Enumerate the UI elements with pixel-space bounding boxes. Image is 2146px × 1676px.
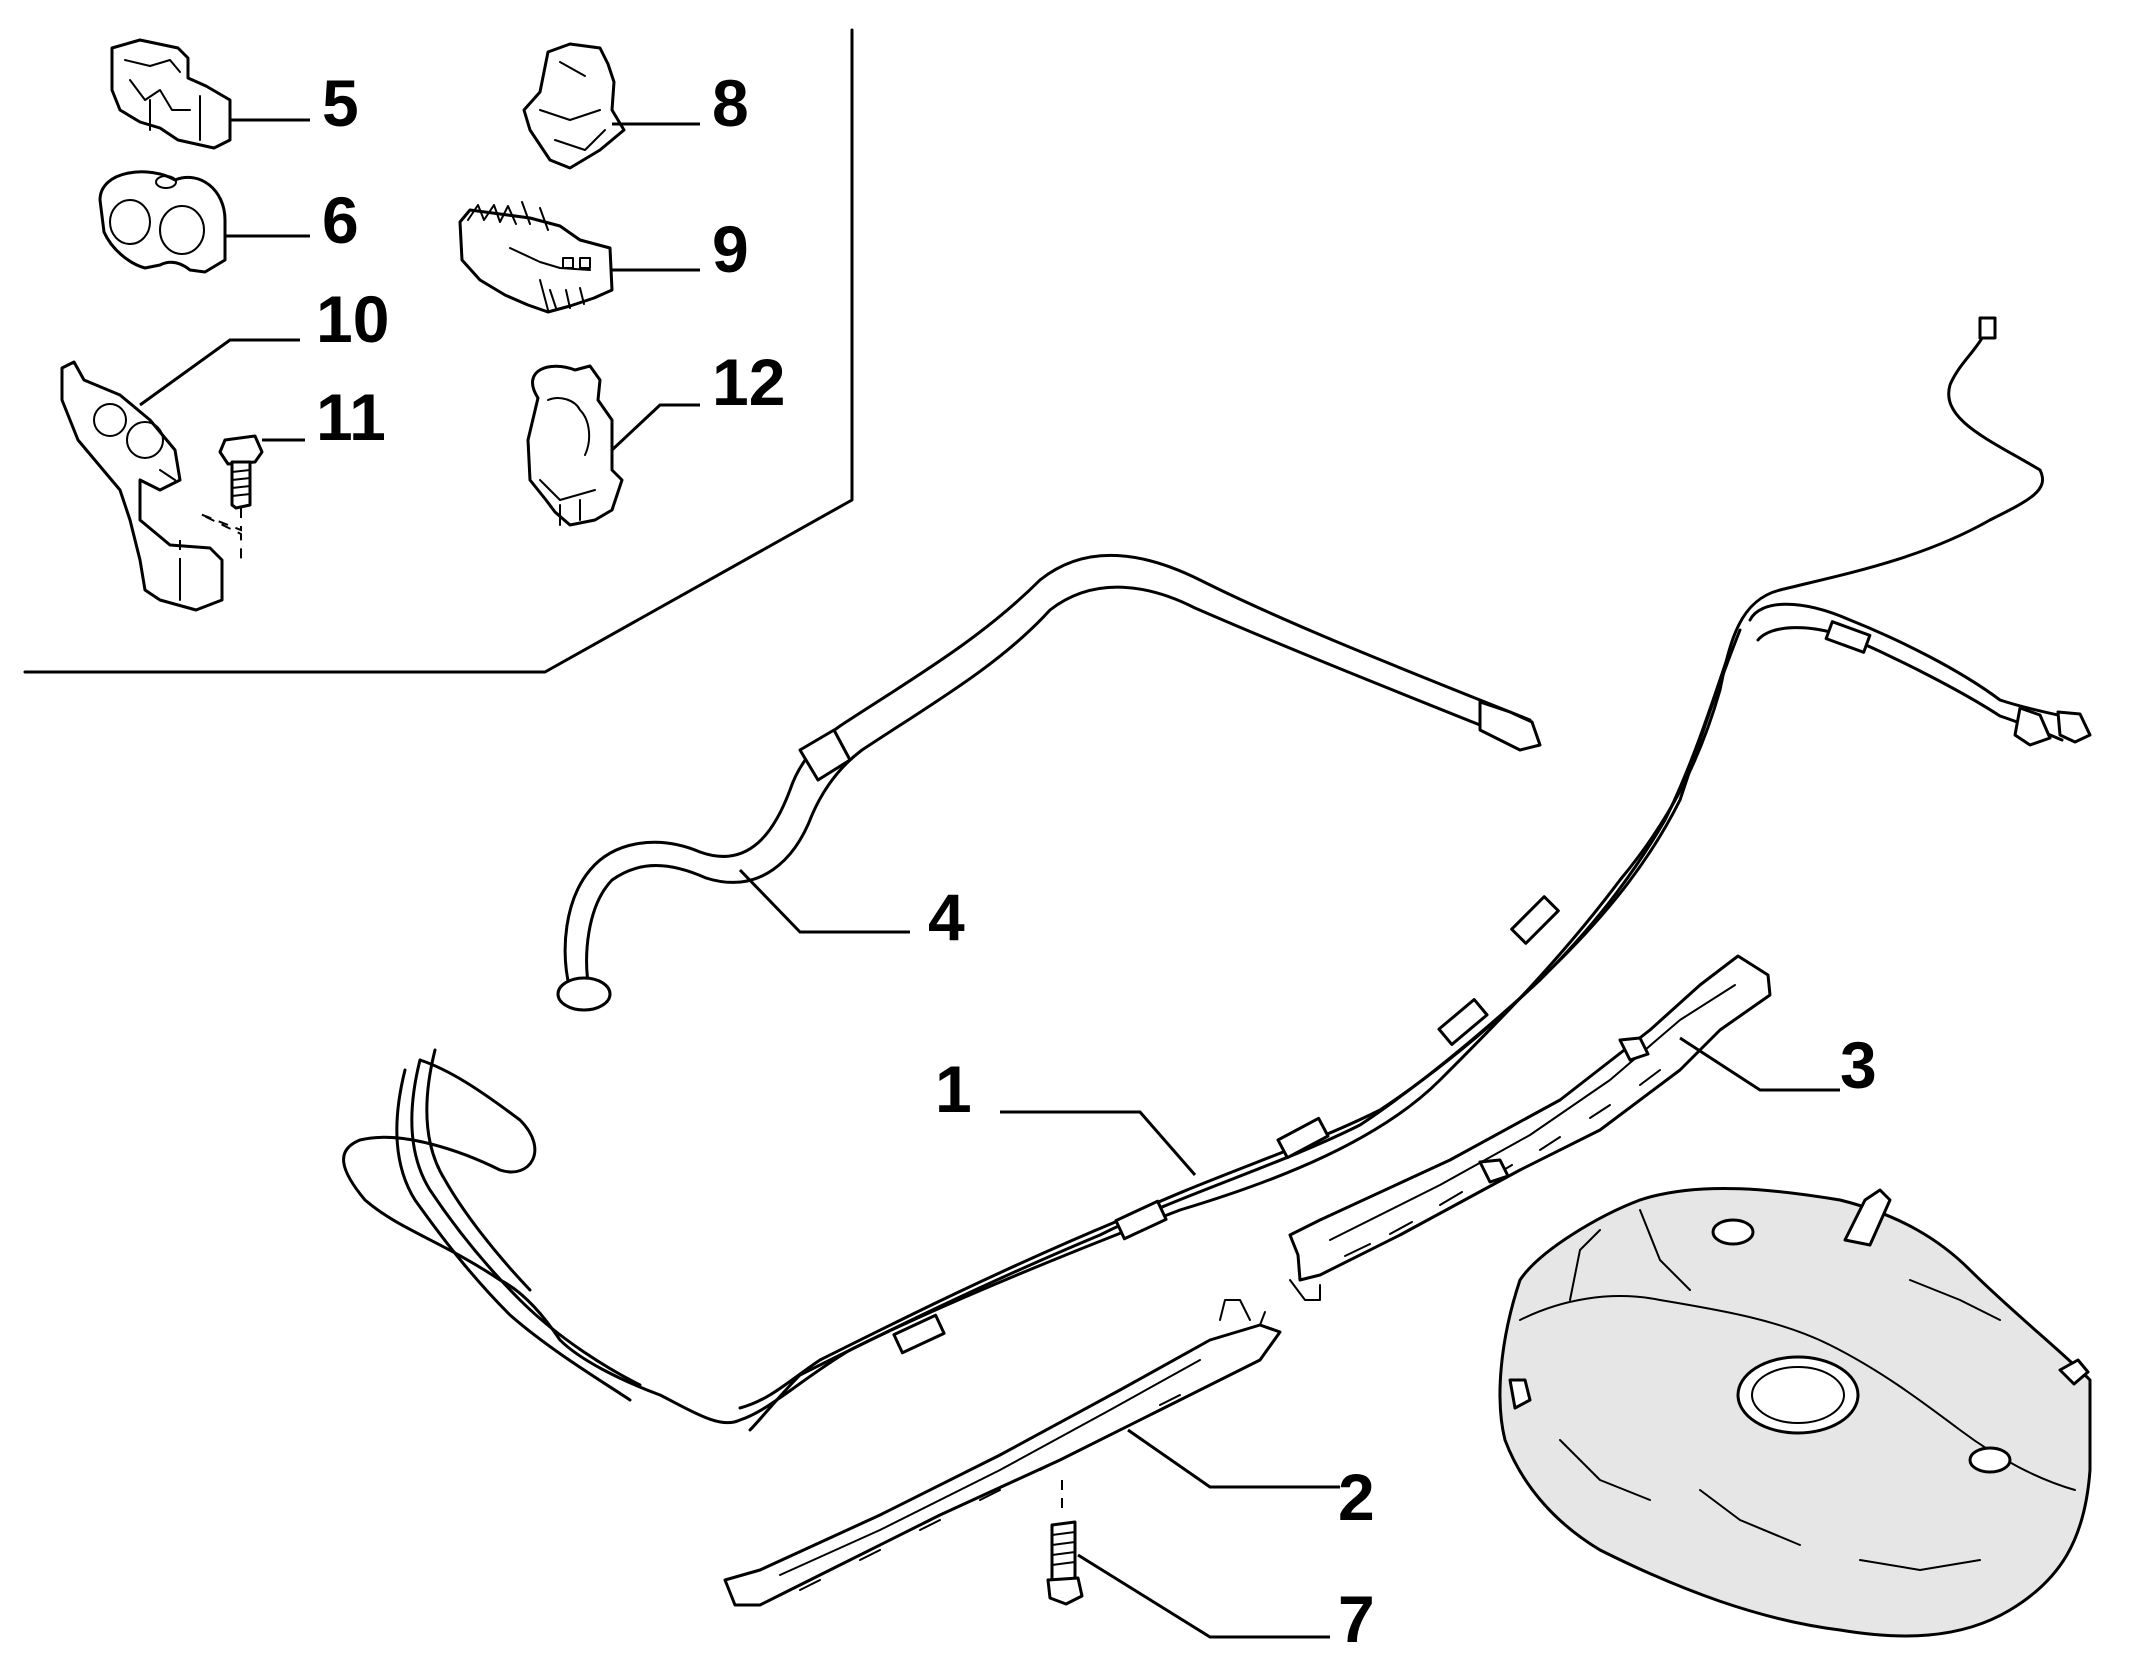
label-3: 3 <box>1840 1028 1877 1102</box>
bolt-part-11 <box>179 434 264 570</box>
upper-guard-part-3 <box>1288 954 1772 1301</box>
clip-part-5 <box>110 38 232 150</box>
fuel-tank <box>1498 1186 2092 1638</box>
label-12: 12 <box>712 345 785 419</box>
label-6: 6 <box>322 183 359 257</box>
leader-lines <box>139 118 1840 1639</box>
filler-hose-part-4 <box>556 553 1542 1012</box>
label-4: 4 <box>928 880 965 954</box>
part-labels: 1 2 3 4 5 6 7 8 9 10 11 12 <box>316 66 1877 1656</box>
pipe-clamp-part-12 <box>526 364 624 527</box>
label-11: 11 <box>316 380 386 454</box>
label-2: 2 <box>1338 1460 1375 1534</box>
label-10: 10 <box>316 282 389 356</box>
lower-guard-part-2 <box>723 1299 1282 1607</box>
label-8: 8 <box>712 66 749 140</box>
twin-clamp-part-6 <box>98 170 227 274</box>
screw-part-7 <box>1046 1480 1084 1606</box>
inset-panel-border <box>23 28 854 674</box>
label-1: 1 <box>935 1052 972 1126</box>
channel-clip-part-9 <box>458 201 614 314</box>
label-7: 7 <box>1338 1582 1375 1656</box>
fuel-lines-part-1 <box>342 316 2092 1432</box>
label-5: 5 <box>322 66 359 140</box>
clip-part-8 <box>522 42 626 170</box>
bracket-part-10 <box>60 360 224 612</box>
label-9: 9 <box>712 212 749 286</box>
